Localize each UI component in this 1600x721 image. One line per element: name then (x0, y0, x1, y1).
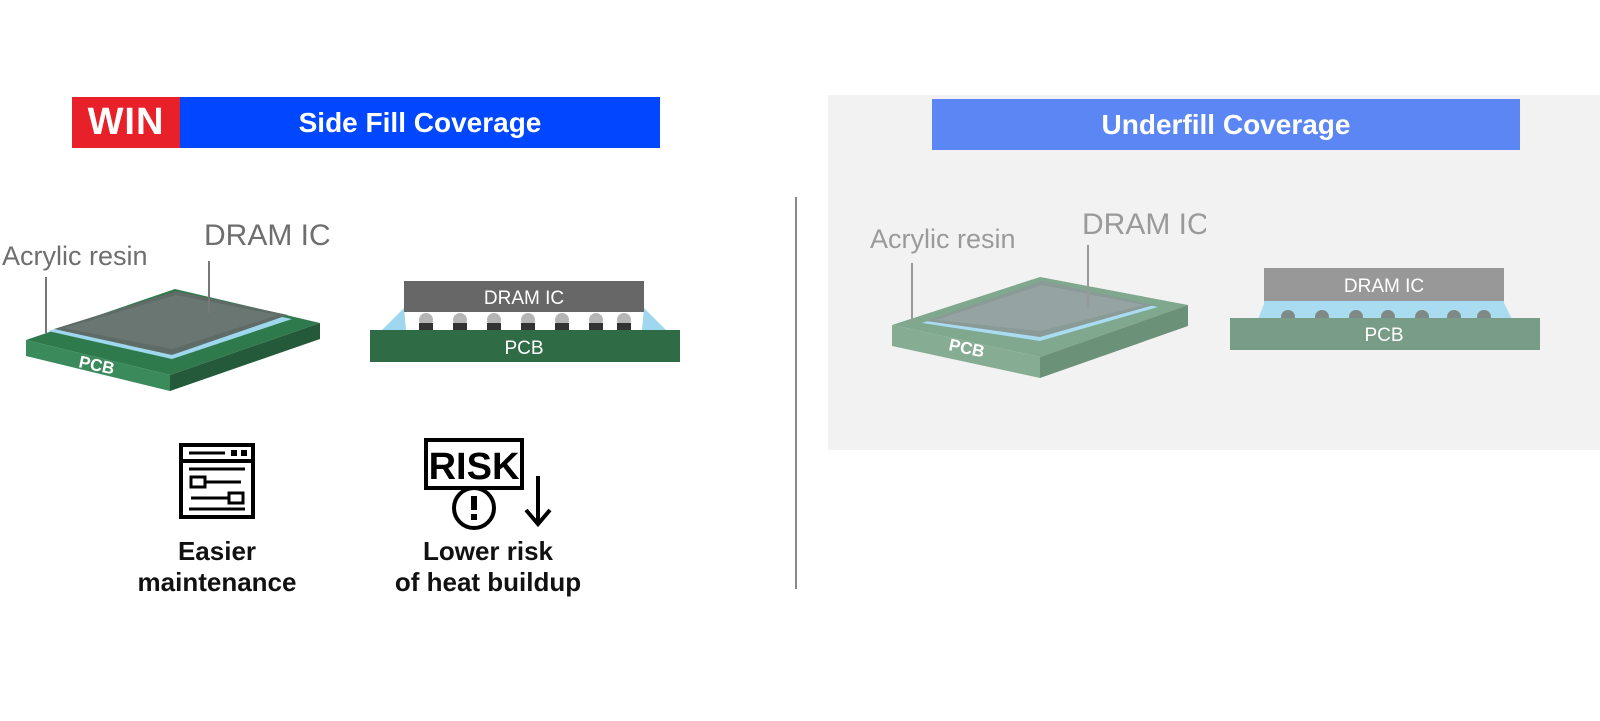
underfill-cross-section: DRAM IC PCB (1230, 268, 1540, 350)
risk-down-icon: RISK (424, 438, 552, 530)
side-fill-cross-section: DRAM IC PCB (370, 281, 680, 362)
side-fill-cs-pcb-label: PCB (504, 338, 543, 359)
side-fill-header: WIN Side Fill Coverage (72, 97, 660, 148)
underfill-title: Underfill Coverage (932, 99, 1520, 150)
side-fill-cs-chip-label: DRAM IC (484, 288, 564, 309)
underfill-chip-label: DRAM IC (1082, 208, 1206, 241)
side-fill-isometric-diagram: Acrylic resin DRAM IC PCB (2, 219, 331, 391)
side-fill-resin-label: Acrylic resin (2, 241, 148, 271)
side-fill-title: Side Fill Coverage (180, 97, 660, 148)
benefit-2-line1: Lower risk (422, 536, 554, 566)
underfill-resin-label: Acrylic resin (870, 224, 1016, 254)
underfill-isometric-diagram: Acrylic resin DRAM IC PCB (870, 208, 1206, 378)
benefit-1-line2: maintenance (137, 567, 297, 597)
underfill-cs-pcb-label: PCB (1364, 325, 1403, 346)
benefit-2-line2: of heat buildup (394, 567, 582, 597)
maintenance-panel-icon (179, 443, 255, 519)
vertical-divider (795, 197, 797, 589)
benefit-easier-maintenance: Easier maintenance (110, 536, 324, 598)
benefit-lower-risk: Lower risk of heat buildup (370, 536, 606, 598)
side-fill-chip-label: DRAM IC (204, 219, 331, 252)
win-badge: WIN (72, 97, 180, 148)
underfill-cs-chip-label: DRAM IC (1344, 276, 1424, 297)
benefit-1-line1: Easier (177, 536, 257, 566)
risk-icon-text: RISK (429, 446, 520, 488)
